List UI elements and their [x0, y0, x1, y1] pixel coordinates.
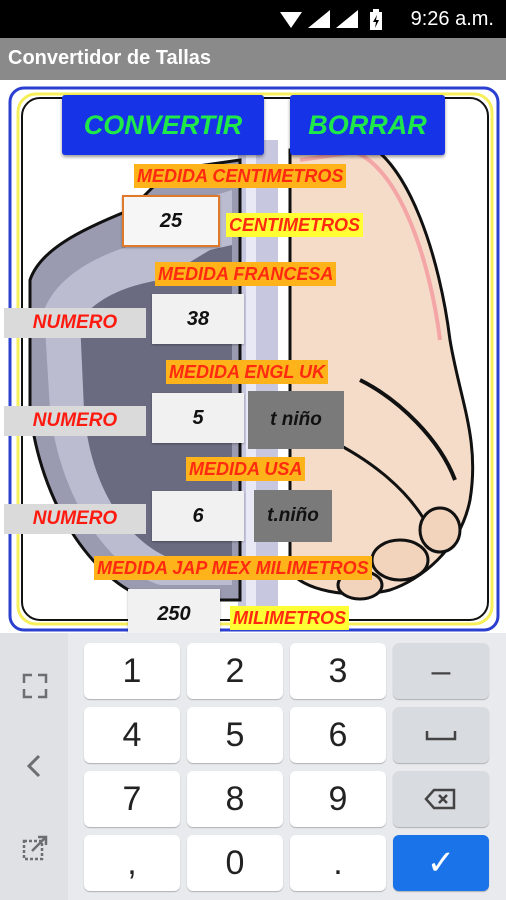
uk-size-type: t niño — [248, 391, 344, 449]
status-time: 9:26 a.m. — [410, 8, 494, 30]
key-minus[interactable]: – — [393, 643, 489, 699]
key-9[interactable]: 9 — [290, 771, 386, 827]
uk-input[interactable]: 5 — [152, 393, 244, 443]
mm-input[interactable]: 250 — [128, 589, 220, 633]
popout-icon[interactable] — [20, 833, 50, 863]
cm-header: MEDIDA CENTIMETROS — [134, 164, 347, 188]
mm-header: MEDIDA JAP MEX MILIMETROS — [94, 556, 372, 580]
usa-number-label: NUMERO — [4, 504, 146, 534]
usa-header: MEDIDA USA — [186, 457, 306, 481]
usa-input[interactable]: 6 — [152, 491, 244, 541]
cm-input[interactable]: 25 — [122, 195, 220, 247]
clear-button[interactable]: BORRAR — [290, 95, 445, 155]
key-1[interactable]: 1 — [84, 643, 180, 699]
expand-icon[interactable] — [20, 671, 50, 701]
key-7[interactable]: 7 — [84, 771, 180, 827]
app-title: Convertidor de Tallas — [8, 47, 212, 69]
fr-input[interactable]: 38 — [152, 294, 244, 344]
battery-icon — [370, 9, 382, 30]
numeric-keyboard: 1 2 3 – 4 5 6 7 8 9 , 0 . ✓ — [0, 633, 506, 900]
key-enter[interactable]: ✓ — [393, 835, 489, 891]
key-6[interactable]: 6 — [290, 707, 386, 763]
fr-number-label: NUMERO — [4, 308, 146, 338]
signal-icon — [308, 10, 358, 28]
uk-number-label: NUMERO — [4, 406, 146, 436]
mm-unit-label: MILIMETROS — [230, 606, 349, 630]
convert-button[interactable]: CONVERTIR — [62, 95, 264, 155]
status-icons — [278, 8, 388, 37]
usa-size-type: t.niño — [254, 490, 332, 542]
key-0[interactable]: 0 — [187, 835, 283, 891]
key-comma[interactable]: , — [84, 835, 180, 891]
key-space[interactable] — [393, 707, 489, 763]
foot-illustration — [8, 86, 500, 632]
key-period[interactable]: . — [290, 835, 386, 891]
space-icon — [425, 731, 457, 741]
key-4[interactable]: 4 — [84, 707, 180, 763]
uk-header: MEDIDA ENGL UK — [166, 360, 329, 384]
converter-panel: CONVERTIR BORRAR MEDIDA CENTIMETROS 25 C… — [0, 80, 506, 633]
keyboard-side-panel — [0, 633, 68, 900]
app-bar: Convertidor de Tallas — [0, 38, 506, 80]
key-5[interactable]: 5 — [187, 707, 283, 763]
key-8[interactable]: 8 — [187, 771, 283, 827]
chevron-left-icon[interactable] — [20, 751, 50, 781]
key-backspace[interactable] — [393, 771, 489, 827]
wifi-icon — [280, 12, 302, 28]
key-3[interactable]: 3 — [290, 643, 386, 699]
cm-unit-label: CENTIMETROS — [226, 213, 364, 237]
backspace-icon — [424, 788, 456, 810]
key-2[interactable]: 2 — [187, 643, 283, 699]
fr-header: MEDIDA FRANCESA — [155, 262, 337, 286]
status-bar: 9:26 a.m. — [0, 0, 506, 38]
